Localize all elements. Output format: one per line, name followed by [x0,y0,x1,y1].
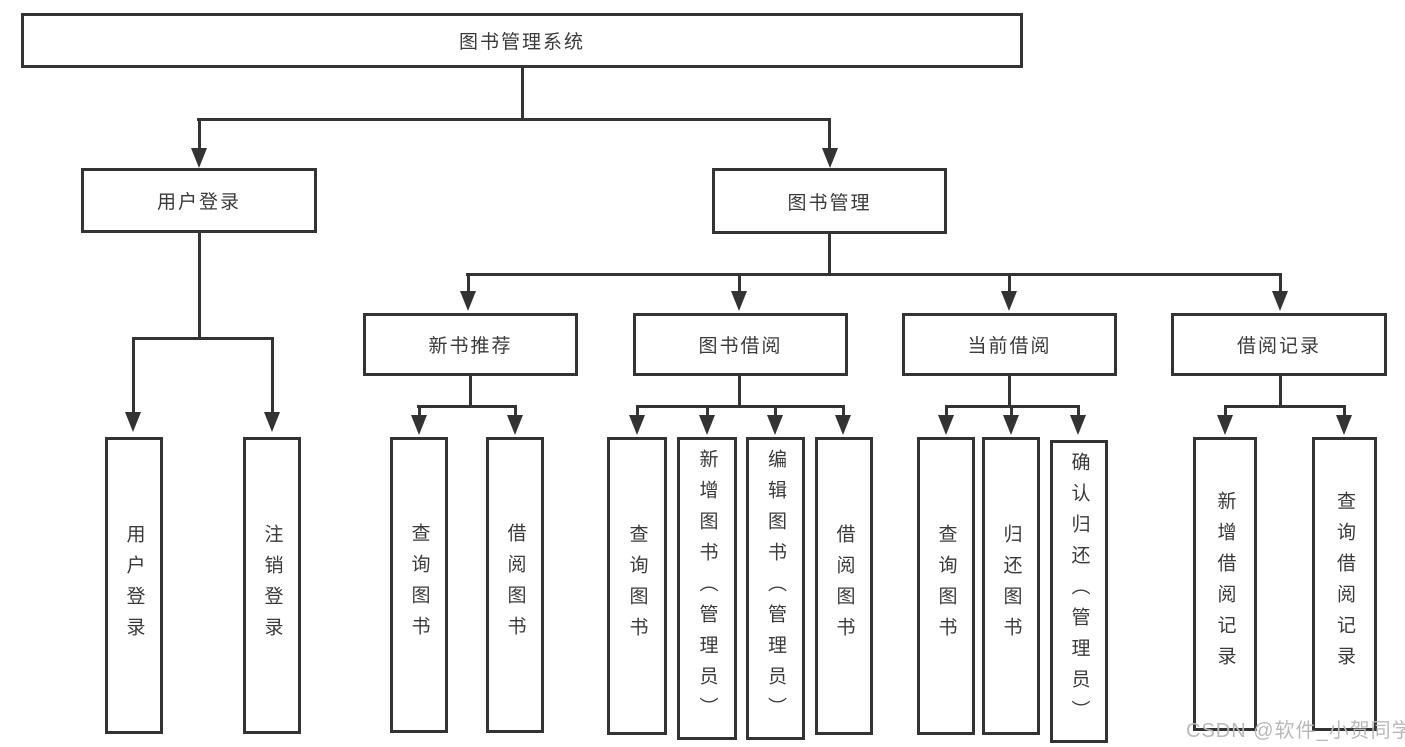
arrow-down-icon [125,412,141,432]
arrow-down-icon [629,415,645,435]
arrow-down-icon [938,415,954,435]
connector-stub-book-borrow [738,273,741,293]
connector-root-bar [197,118,829,121]
arrow-down-icon [1003,415,1019,435]
node-cb-query-book-label: 查询图书 [935,524,957,648]
node-rec-borrow-book-label: 借阅图书 [504,523,526,647]
arrow-down-icon [835,415,851,435]
arrow-down-icon [822,148,838,168]
watermark: CSDN @软件_小贺同学 [1186,720,1405,742]
connector-stub [1077,405,1080,417]
connector-stub [1224,405,1227,417]
node-bb-borrow-book: 借阅图书 [815,437,873,735]
node-bb-query-book: 查询图书 [607,437,667,735]
connector-stub [842,405,845,417]
connector-user-bar [132,337,274,340]
connector-stub [945,405,948,417]
connector-stub [774,405,777,417]
arrow-down-icon [460,291,476,311]
node-book-mgmt-label: 图书管理 [787,192,872,214]
node-borrow-record: 借阅记录 [1171,313,1387,376]
arrow-down-icon [507,415,523,435]
node-new-book-rec: 新书推荐 [363,313,578,376]
connector-stub-borrow-record [1279,273,1282,293]
node-leaf-user-login: 用户登录 [105,437,163,734]
connector-rec-trunk [469,376,472,408]
node-cb-return-book-label: 归还图书 [1000,524,1022,648]
node-root: 图书管理系统 [21,13,1023,68]
node-cb-query-book: 查询图书 [917,437,975,735]
connector-stub [706,405,709,417]
connector-root-trunk [521,68,524,120]
arrow-down-icon [264,412,280,432]
node-leaf-logout: 注销登录 [243,437,301,734]
arrow-down-icon [1272,291,1288,311]
node-br-query-record-label: 查询借阅记录 [1334,491,1355,677]
connector-stub-current-borrow [1008,273,1011,293]
node-current-borrow: 当前借阅 [902,313,1117,376]
connector-br-trunk [1279,376,1282,408]
node-br-add-record-label: 新增借阅记录 [1214,491,1236,677]
connector-stub [636,405,639,417]
arrow-down-icon [1336,415,1352,435]
node-user-login: 用户登录 [81,168,317,233]
node-root-label: 图书管理系统 [458,32,585,53]
node-cb-confirm-return: 确认归还（管理员） [1050,440,1108,743]
arrow-down-icon [731,291,747,311]
connector-stub [1343,405,1346,417]
connector-stub [514,405,517,417]
node-bb-query-book-label: 查询图书 [626,524,648,648]
node-rec-borrow-book: 借阅图书 [486,437,544,733]
arrow-down-icon [767,415,783,435]
node-user-login-label: 用户登录 [156,192,241,213]
node-leaf-user-login-label: 用户登录 [123,523,145,648]
node-br-add-record: 新增借阅记录 [1193,437,1257,731]
node-book-mgmt: 图书管理 [712,168,947,234]
arrow-down-icon [699,415,715,435]
connector-cb-trunk [1008,376,1011,408]
node-current-borrow-label: 当前借阅 [967,336,1052,357]
node-bb-add-book-label: 新增图书（管理员） [696,449,718,728]
connector-bb-bar [636,405,845,408]
connector-stub-user-login [198,118,201,150]
connector-stub-book-mgmt [828,118,831,150]
connector-stub [1010,405,1013,417]
connector-bb-trunk [738,376,741,408]
connector-stub-leaf-user-login [132,337,135,412]
node-new-book-rec-label: 新书推荐 [428,336,513,357]
node-cb-return-book: 归还图书 [982,437,1040,735]
node-bb-add-book: 新增图书（管理员） [677,437,737,740]
arrow-down-icon [1001,291,1017,311]
node-borrow-record-label: 借阅记录 [1236,336,1321,357]
node-cb-confirm-return-label: 确认归还（管理员） [1068,452,1090,731]
node-rec-query-book-label: 查询图书 [408,523,430,647]
node-book-borrow-label: 图书借阅 [698,336,783,357]
connector-stub-leaf-logout [271,337,274,412]
connector-rec-bar [417,405,517,408]
connector-mgmt-trunk [828,234,831,275]
node-bb-edit-book: 编辑图书（管理员） [746,437,805,740]
connector-stub [418,405,421,417]
node-bb-borrow-book-label: 借阅图书 [833,524,855,648]
connector-br-bar [1224,405,1346,408]
node-br-query-record: 查询借阅记录 [1312,437,1377,731]
node-rec-query-book: 查询图书 [390,437,448,733]
node-bb-edit-book-label: 编辑图书（管理员） [765,449,786,728]
connector-mgmt-bar [466,273,1282,276]
node-leaf-logout-label: 注销登录 [261,523,283,648]
connector-user-trunk [198,233,201,337]
arrow-down-icon [1217,415,1233,435]
arrow-down-icon [411,415,427,435]
connector-stub-new-book-rec [467,273,470,293]
node-book-borrow: 图书借阅 [633,313,848,376]
arrow-down-icon [191,148,207,168]
arrow-down-icon [1070,415,1086,435]
